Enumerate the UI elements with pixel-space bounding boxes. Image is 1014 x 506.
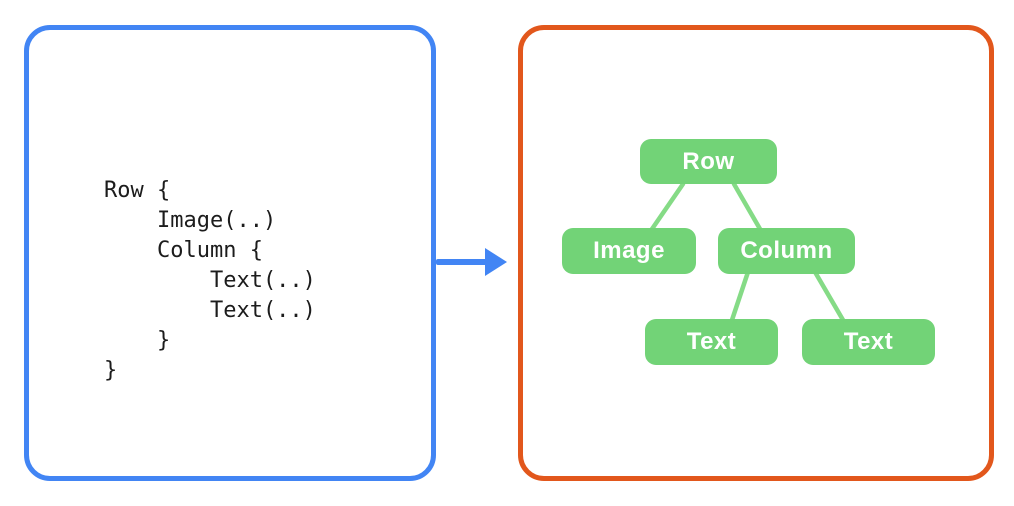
code-snippet: Row { Image(..) Column { Text(..) Text(.… <box>104 178 316 383</box>
tree-node-text-2: Text <box>802 319 935 365</box>
tree-node-text-1: Text <box>645 319 778 365</box>
tree-node-column: Column <box>718 228 855 274</box>
tree-node-row: Row <box>640 139 777 184</box>
arrow-head <box>485 248 507 276</box>
arrow-shaft <box>436 259 488 265</box>
code-panel: Row { Image(..) Column { Text(..) Text(.… <box>24 25 436 481</box>
tree-node-image: Image <box>562 228 696 274</box>
